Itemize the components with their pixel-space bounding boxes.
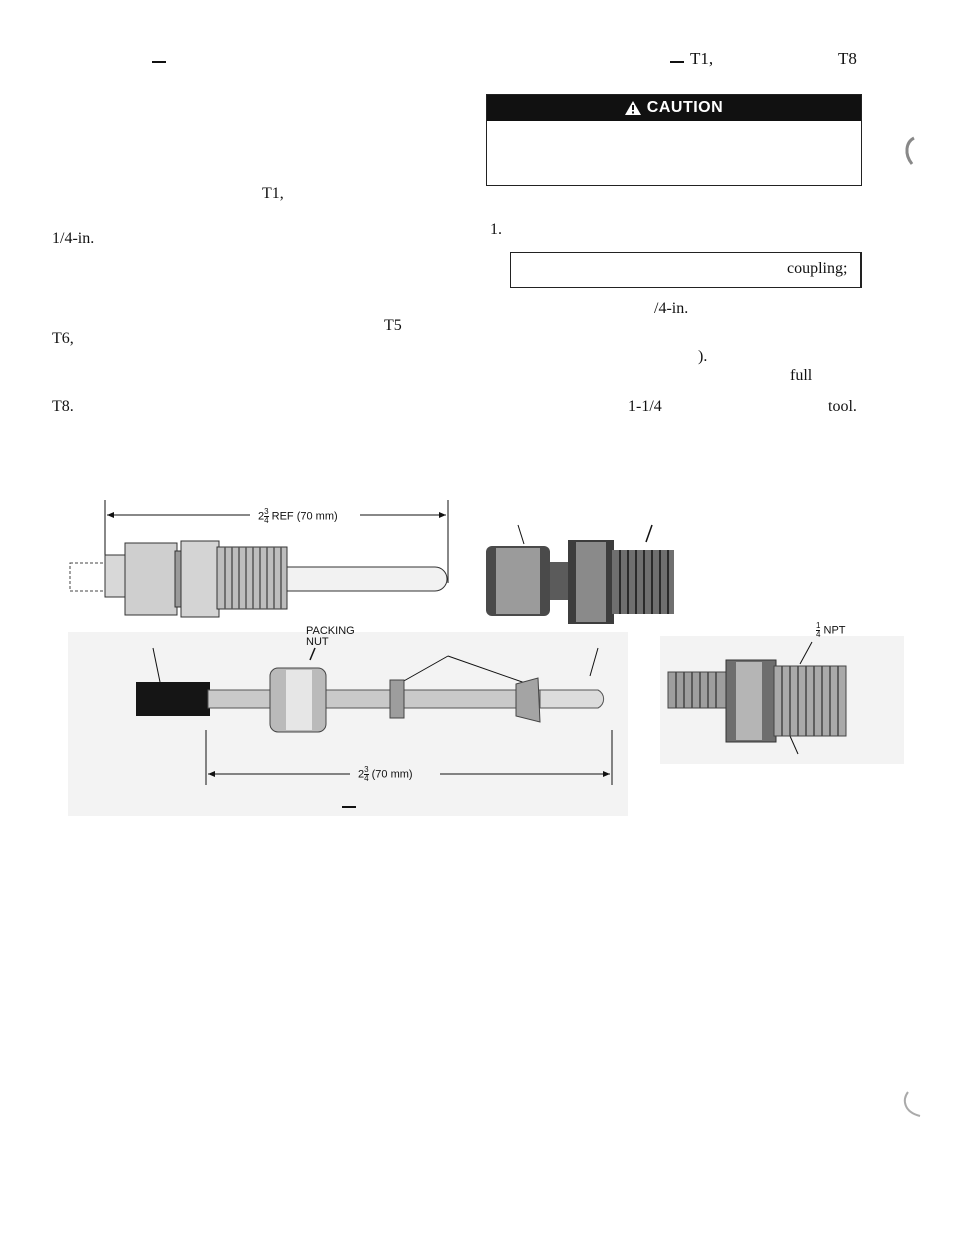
text-t8: T8. [52,398,74,415]
text-paren: ). [698,348,708,365]
text-tool: tool. [828,398,857,415]
npt-fitting-photo [667,641,847,755]
caution-title: CAUTION [646,99,724,116]
warning-triangle-icon [624,101,641,115]
exploded-photo-bg [68,632,628,816]
coupling-photo [486,524,674,624]
header-t8: T8 [838,49,857,68]
heading-dash-left [152,61,166,63]
sensor-assembly-photo [69,500,449,618]
figure-caption-dash [342,806,356,808]
heading-dash-right [670,61,684,63]
note-coupling: coupling; [787,260,848,277]
text-t1: T1, [262,185,284,202]
note-box: coupling; [510,252,862,288]
text-one-quarter: 1-1/4 [628,398,662,415]
packing-nut-label: PACKING NUT [306,625,355,648]
text-t6: T6, [52,330,74,347]
text-quarter-inch: 1/4-in. [52,230,95,247]
header-t1: T1, [690,49,714,68]
text-t5: T5 [384,317,402,334]
margin-mark-top [905,136,915,165]
text-quarter-inch-right: /4-in. [654,300,689,317]
caution-bar: CAUTION [487,95,861,121]
exploded-sensor-photo [136,647,613,785]
margin-mark-bottom [903,1091,921,1117]
text-full: full [790,367,813,384]
step-number: 1. [490,221,502,238]
caution-box: CAUTION [486,94,862,186]
